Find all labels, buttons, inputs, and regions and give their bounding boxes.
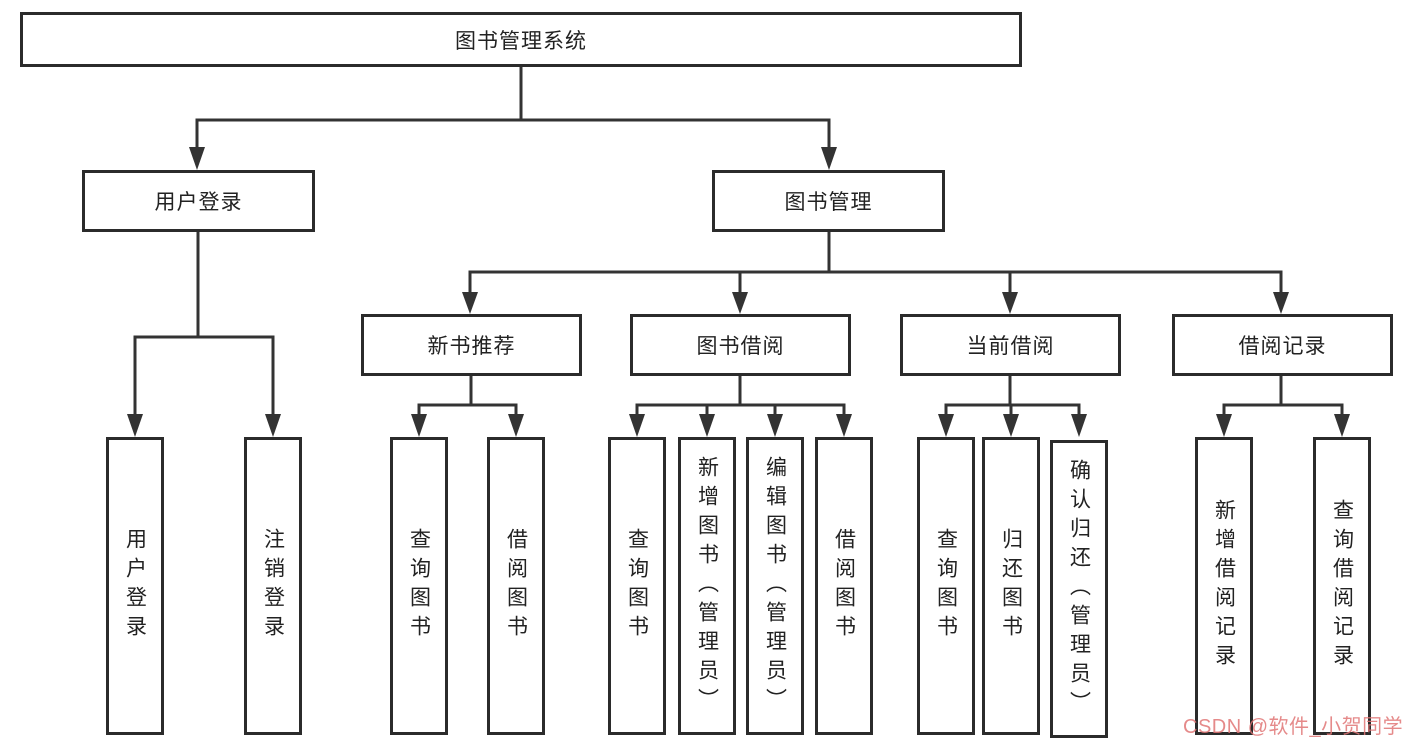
node-label: 新书推荐 — [427, 335, 516, 358]
node-label: 当前借阅 — [966, 335, 1055, 358]
node-label: 用户登录 — [123, 528, 147, 644]
arrow-down-icon — [699, 414, 715, 437]
node-label: 查询借阅记录 — [1330, 499, 1354, 673]
node-label: 借阅图书 — [504, 528, 528, 644]
node-label: 归还图书 — [999, 528, 1023, 644]
node-label: 查询图书 — [625, 528, 649, 644]
connector-root-to-level2 — [189, 67, 837, 170]
arrow-down-icon — [411, 414, 427, 437]
node-label: 借阅记录 — [1238, 335, 1327, 358]
node-user-login: 用户登录 — [82, 170, 315, 232]
node-leaf-borrow-edit-books: 编辑图书（管理员） — [746, 437, 804, 735]
arrow-down-icon — [629, 414, 645, 437]
node-leaf-recommend-borrow-books: 借阅图书 — [487, 437, 545, 735]
arrow-down-icon — [189, 147, 205, 170]
node-leaf-user-login: 用户登录 — [106, 437, 164, 735]
node-label: 图书借阅 — [696, 335, 785, 358]
node-leaf-current-return-books: 归还图书 — [982, 437, 1040, 735]
arrow-down-icon — [1002, 292, 1018, 314]
node-leaf-records-add-record: 新增借阅记录 — [1195, 437, 1253, 735]
node-label: 用户登录 — [154, 191, 243, 214]
node-label: 图书管理 — [784, 191, 873, 214]
arrow-down-icon — [836, 414, 852, 437]
arrow-down-icon — [821, 147, 837, 170]
connector-book-mgmt-children — [462, 232, 1289, 314]
connector-user-login-children — [127, 232, 281, 437]
node-new-book-recommend: 新书推荐 — [361, 314, 582, 376]
connector-records-children — [1216, 376, 1350, 437]
node-leaf-borrow-query-books: 查询图书 — [608, 437, 666, 735]
connector-recommend-children — [411, 376, 524, 437]
node-leaf-borrow-borrow-books: 借阅图书 — [815, 437, 873, 735]
connector-current-children — [938, 376, 1087, 437]
arrow-down-icon — [1216, 414, 1232, 437]
node-leaf-current-query-books: 查询图书 — [917, 437, 975, 735]
node-book-borrow: 图书借阅 — [630, 314, 851, 376]
node-leaf-current-confirm-return: 确认归还（管理员） — [1050, 440, 1108, 738]
node-library-system: 图书管理系统 — [20, 12, 1022, 67]
node-leaf-recommend-query-books: 查询图书 — [390, 437, 448, 735]
node-label: 图书管理系统 — [455, 29, 587, 53]
arrow-down-icon — [1003, 414, 1019, 437]
node-leaf-logout: 注销登录 — [244, 437, 302, 735]
arrow-down-icon — [732, 292, 748, 314]
arrow-down-icon — [462, 292, 478, 314]
arrow-down-icon — [1071, 414, 1087, 437]
arrow-down-icon — [1273, 292, 1289, 314]
node-leaf-borrow-add-books: 新增图书（管理员） — [678, 437, 736, 735]
arrow-down-icon — [127, 414, 143, 437]
node-leaf-records-query-record: 查询借阅记录 — [1313, 437, 1371, 735]
node-book-management: 图书管理 — [712, 170, 945, 232]
watermark: CSDN @软件_小贺同学 — [1183, 716, 1404, 738]
node-current-borrow: 当前借阅 — [900, 314, 1121, 376]
arrow-down-icon — [938, 414, 954, 437]
node-label: 新增借阅记录 — [1212, 499, 1236, 673]
node-borrow-records: 借阅记录 — [1172, 314, 1393, 376]
node-label: 确认归还（管理员） — [1067, 458, 1091, 720]
node-label: 借阅图书 — [832, 528, 856, 644]
arrow-down-icon — [767, 414, 783, 437]
node-label: 注销登录 — [261, 528, 285, 644]
node-label: 查询图书 — [407, 528, 431, 644]
connector-borrow-children — [629, 376, 852, 437]
arrow-down-icon — [1334, 414, 1350, 437]
arrow-down-icon — [265, 414, 281, 437]
node-label: 新增图书（管理员） — [695, 455, 719, 717]
node-label: 查询图书 — [934, 528, 958, 644]
node-label: 编辑图书（管理员） — [763, 455, 787, 717]
arrow-down-icon — [508, 414, 524, 437]
